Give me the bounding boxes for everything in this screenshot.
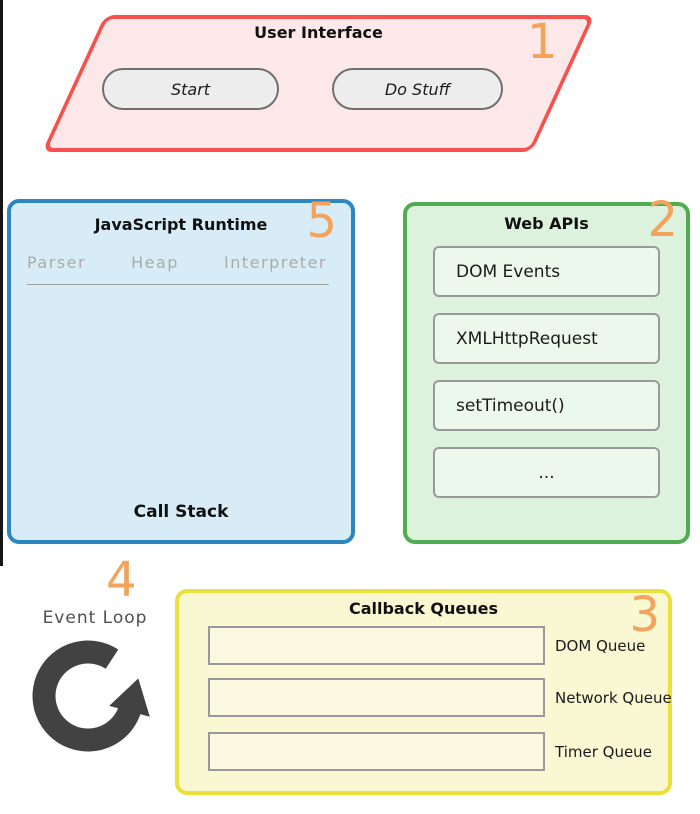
dom-queue-label: DOM Queue xyxy=(555,636,646,655)
call-stack-label: Call Stack xyxy=(133,502,229,522)
left-edge-line xyxy=(0,0,3,566)
step-number-5: 5 xyxy=(306,193,337,249)
queue-row-dom: DOM Queue xyxy=(208,626,662,665)
user-interface-title: User Interface xyxy=(254,23,383,42)
step-number-1: 1 xyxy=(527,14,558,70)
event-loop-label: Event Loop xyxy=(42,608,148,628)
step-number-4: 4 xyxy=(106,552,137,608)
network-queue-slot xyxy=(208,678,545,717)
callback-queues-title: Callback Queues xyxy=(348,599,499,618)
runtime-component-heap: Heap xyxy=(131,253,179,272)
callback-queues-panel: Callback Queues 3 DOM Queue Network Queu… xyxy=(175,589,672,795)
queue-row-network: Network Queue xyxy=(208,678,672,717)
javascript-runtime-title: JavaScript Runtime xyxy=(94,215,268,234)
api-item-dom-events: DOM Events xyxy=(433,246,660,297)
javascript-runtime-panel: JavaScript Runtime 5 Parser Heap Interpr… xyxy=(7,193,355,544)
timer-queue-slot xyxy=(208,732,545,771)
api-item-xmlhttprequest: XMLHttpRequest xyxy=(433,313,660,364)
runtime-component-parser: Parser xyxy=(27,253,87,272)
network-queue-label: Network Queue xyxy=(555,688,672,707)
web-apis-title: Web APIs xyxy=(504,214,589,233)
dom-queue-slot xyxy=(208,626,545,665)
runtime-component-interpreter: Interpreter xyxy=(224,253,327,272)
timer-queue-label: Timer Queue xyxy=(555,742,652,761)
web-apis-panel: Web APIs 2 DOM Events XMLHttpRequest set… xyxy=(403,196,690,544)
circular-arrow-icon xyxy=(32,640,150,752)
api-item-settimeout: setTimeout() xyxy=(433,380,660,431)
queue-row-timer: Timer Queue xyxy=(208,732,662,771)
start-button[interactable]: Start xyxy=(102,68,279,110)
step-number-3: 3 xyxy=(629,587,660,643)
runtime-divider xyxy=(27,284,329,285)
api-item-ellipsis: ... xyxy=(433,447,660,498)
web-api-list: DOM Events XMLHttpRequest setTimeout() .… xyxy=(433,246,660,514)
runtime-components-row: Parser Heap Interpreter xyxy=(27,253,327,272)
do-stuff-button[interactable]: Do Stuff xyxy=(332,68,503,110)
step-number-2: 2 xyxy=(647,192,678,248)
